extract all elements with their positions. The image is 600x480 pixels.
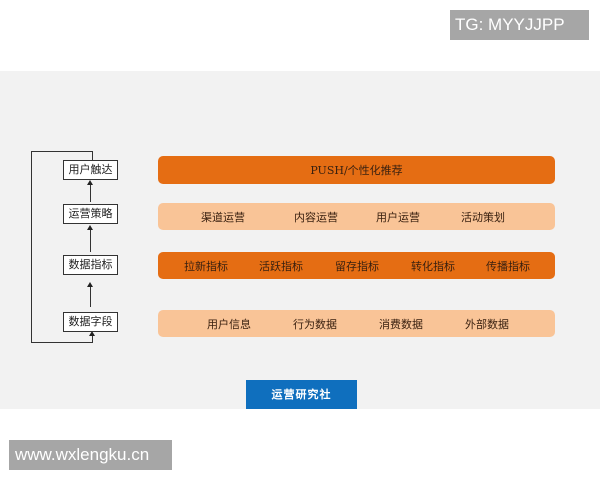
loop-line-top-down bbox=[92, 151, 93, 160]
layer-item: 拉新指标 bbox=[184, 259, 228, 273]
watermark-bottom-left: www.wxlengku.cn bbox=[9, 440, 172, 470]
loop-line-left bbox=[31, 151, 32, 343]
stage-data-metrics: 数据指标 bbox=[63, 255, 118, 275]
layer-item: 活动策划 bbox=[461, 210, 505, 224]
stage-operation-strategy: 运营策略 bbox=[63, 204, 118, 224]
layer-item: 外部数据 bbox=[465, 317, 509, 331]
layer-item: 传播指标 bbox=[486, 259, 530, 273]
layer-metrics: 拉新指标 活跃指标 留存指标 转化指标 传播指标 bbox=[158, 252, 555, 279]
stage-user-reach: 用户触达 bbox=[63, 160, 118, 180]
layer-item: 留存指标 bbox=[335, 259, 379, 273]
watermark-top-right: TG: MYYJJPP bbox=[450, 10, 589, 40]
stage-data-fields: 数据字段 bbox=[63, 312, 118, 332]
arrow-line bbox=[90, 185, 91, 202]
loop-line-bottom-up bbox=[92, 335, 93, 343]
layer-item: 用户信息 bbox=[207, 317, 251, 331]
arrow-up-icon bbox=[87, 180, 93, 185]
layer-item: 消费数据 bbox=[379, 317, 423, 331]
layer-fields: 用户信息 行为数据 消费数据 外部数据 bbox=[158, 310, 555, 337]
layer-item: 用户运营 bbox=[376, 210, 420, 224]
layer-item: 转化指标 bbox=[411, 259, 455, 273]
arrow-line bbox=[90, 287, 91, 307]
loop-line-top bbox=[31, 151, 93, 152]
layer-item: PUSH/个性化推荐 bbox=[310, 164, 403, 177]
loop-line-bottom bbox=[31, 342, 93, 343]
diagram-background bbox=[0, 71, 600, 409]
layer-touch: PUSH/个性化推荐 bbox=[158, 156, 555, 184]
brand-banner: 运营研究社 bbox=[246, 380, 357, 409]
arrow-line bbox=[90, 230, 91, 252]
layer-strategy: 渠道运营 内容运营 用户运营 活动策划 bbox=[158, 203, 555, 230]
layer-item: 活跃指标 bbox=[259, 259, 303, 273]
arrow-up-icon bbox=[87, 225, 93, 230]
arrow-up-icon bbox=[87, 282, 93, 287]
layer-item: 渠道运营 bbox=[201, 210, 245, 224]
layer-item: 内容运营 bbox=[294, 210, 338, 224]
arrow-up-icon bbox=[89, 331, 95, 336]
layer-item: 行为数据 bbox=[293, 317, 337, 331]
